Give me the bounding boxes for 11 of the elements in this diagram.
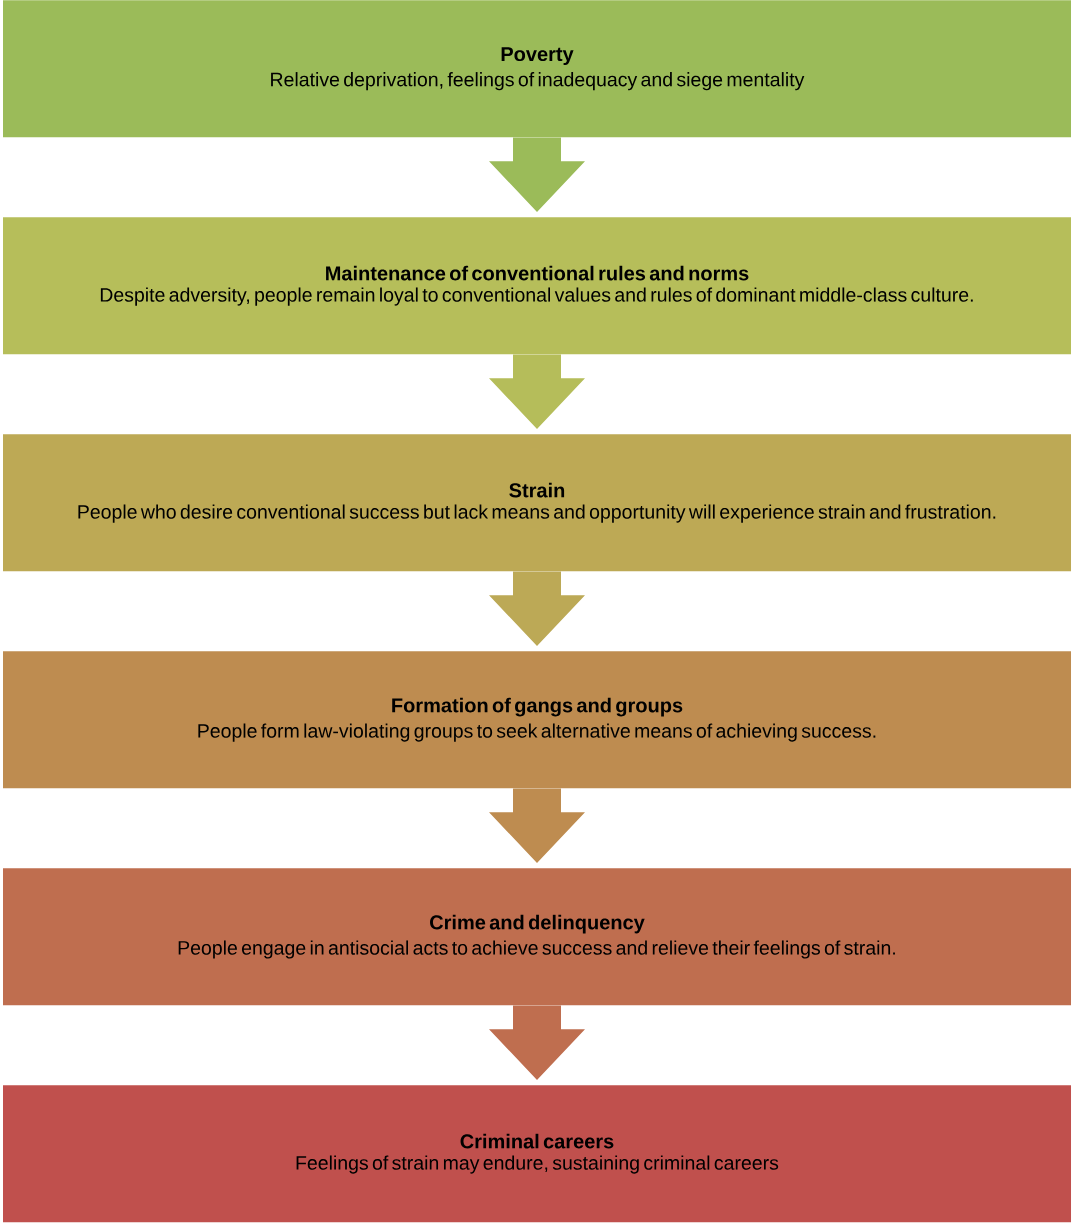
block-arrow [489,1005,585,1080]
block-arrow [489,137,585,212]
process-box: Criminal careers Feelings of strain may endure, sustaining criminal careers [3,1085,1071,1223]
block-arrow [489,571,585,646]
process-box: Crime and delinquency People engage in antisocial acts to achieve success and relieve their feelings of strain. [3,868,1071,1006]
process-box: Strain People who desire conventional success but lack means and opportunity will experience strain and frustration. [3,434,1071,572]
process-box: Maintenance of conventional rules and norms Despite adversity, people remain loyal to conventional values and rules of dominant middle-class culture. [3,217,1071,355]
process-box: Formation of gangs and groups People form law-violating groups to seek alternative means of achieving success. [3,651,1071,789]
block-arrow [489,354,585,429]
process-box: Poverty Relative deprivation, feelings of inadequacy and siege mentality [3,0,1071,138]
block-arrow [489,788,585,863]
